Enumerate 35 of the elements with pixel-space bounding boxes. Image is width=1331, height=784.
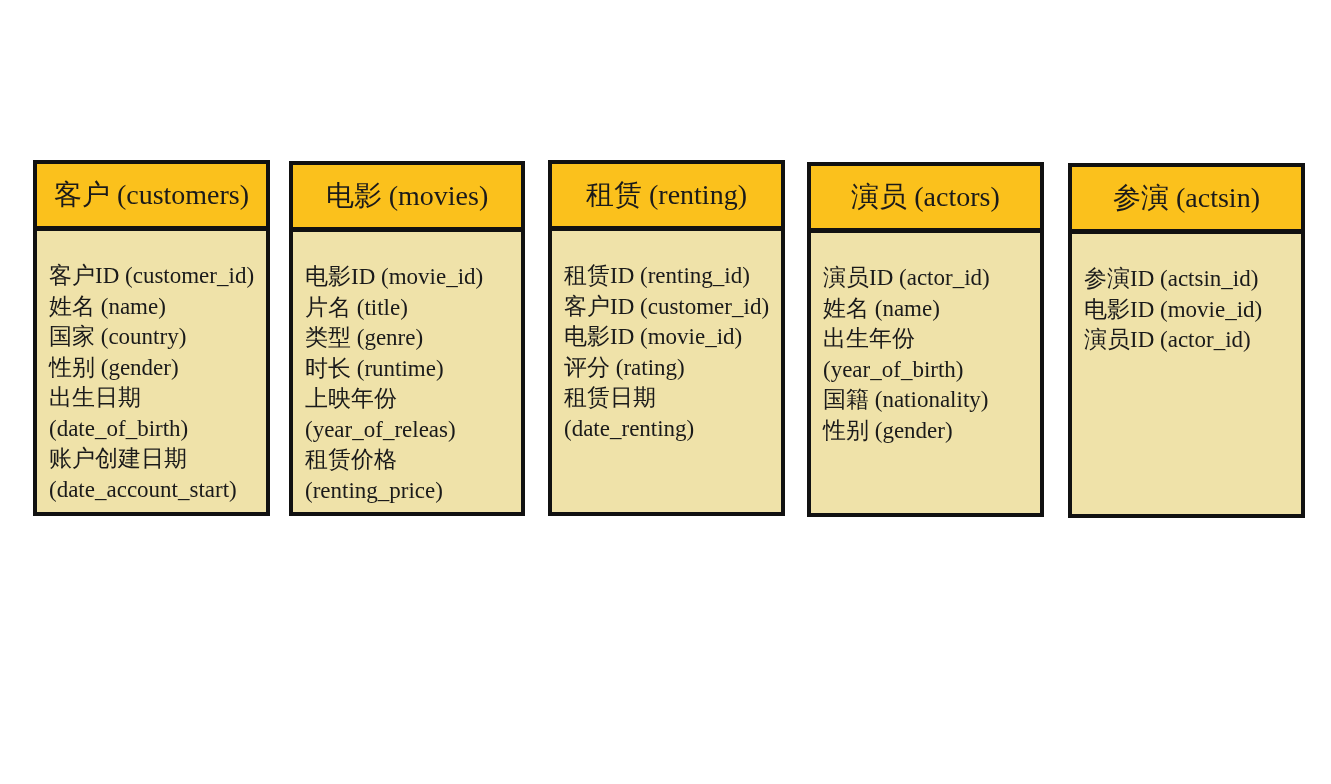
table-field: 租赁ID (renting_id) xyxy=(564,261,750,292)
table-field: 客户ID (customer_id) xyxy=(564,291,770,322)
table-field: 演员ID (actor_id) xyxy=(823,263,990,294)
table-field: 时长 (runtime) xyxy=(305,353,444,384)
table-field: 国家 (country) xyxy=(49,322,187,353)
table-field: 租赁价格 (renting_price) xyxy=(305,445,521,506)
table-header: 电影 (movies) xyxy=(293,165,521,232)
table-field: 客户ID (customer_id) xyxy=(49,261,255,292)
table-header: 客户 (customers) xyxy=(37,164,266,231)
table-header: 参演 (actsin) xyxy=(1072,167,1301,234)
table-box xyxy=(548,160,785,516)
table-box xyxy=(289,161,525,516)
table-field: 评分 (rating) xyxy=(564,352,685,383)
table-field: 上映年份 (year_of_releas) xyxy=(305,384,521,445)
table-box xyxy=(1068,163,1305,518)
table-field: 租赁日期 (date_renting) xyxy=(564,383,781,444)
table-field: 电影ID (movie_id) xyxy=(564,322,743,353)
table-box xyxy=(33,160,270,516)
table-field: 电影ID (movie_id) xyxy=(305,262,484,293)
table-field: 账户创建日期 (date_account_start) xyxy=(49,444,266,505)
table-box xyxy=(807,162,1044,517)
table-field: 性别 (gender) xyxy=(823,415,953,446)
table-field: 片名 (title) xyxy=(305,292,408,323)
table-field: 姓名 (name) xyxy=(49,291,166,322)
table-field: 国籍 (nationality) xyxy=(823,385,989,416)
table-field: 电影ID (movie_id) xyxy=(1084,294,1263,325)
table-field: 演员ID (actor_id) xyxy=(1084,325,1251,356)
table-header: 租赁 (renting) xyxy=(552,164,781,231)
table-field: 性别 (gender) xyxy=(49,352,179,383)
table-field: 姓名 (name) xyxy=(823,293,940,324)
table-field: 参演ID (actsin_id) xyxy=(1084,264,1259,295)
table-field: 类型 (genre) xyxy=(305,323,424,354)
table-field: 出生日期 (date_of_birth) xyxy=(49,383,266,444)
table-header: 演员 (actors) xyxy=(811,166,1040,233)
table-field: 出生年份 (year_of_birth) xyxy=(823,324,1040,385)
